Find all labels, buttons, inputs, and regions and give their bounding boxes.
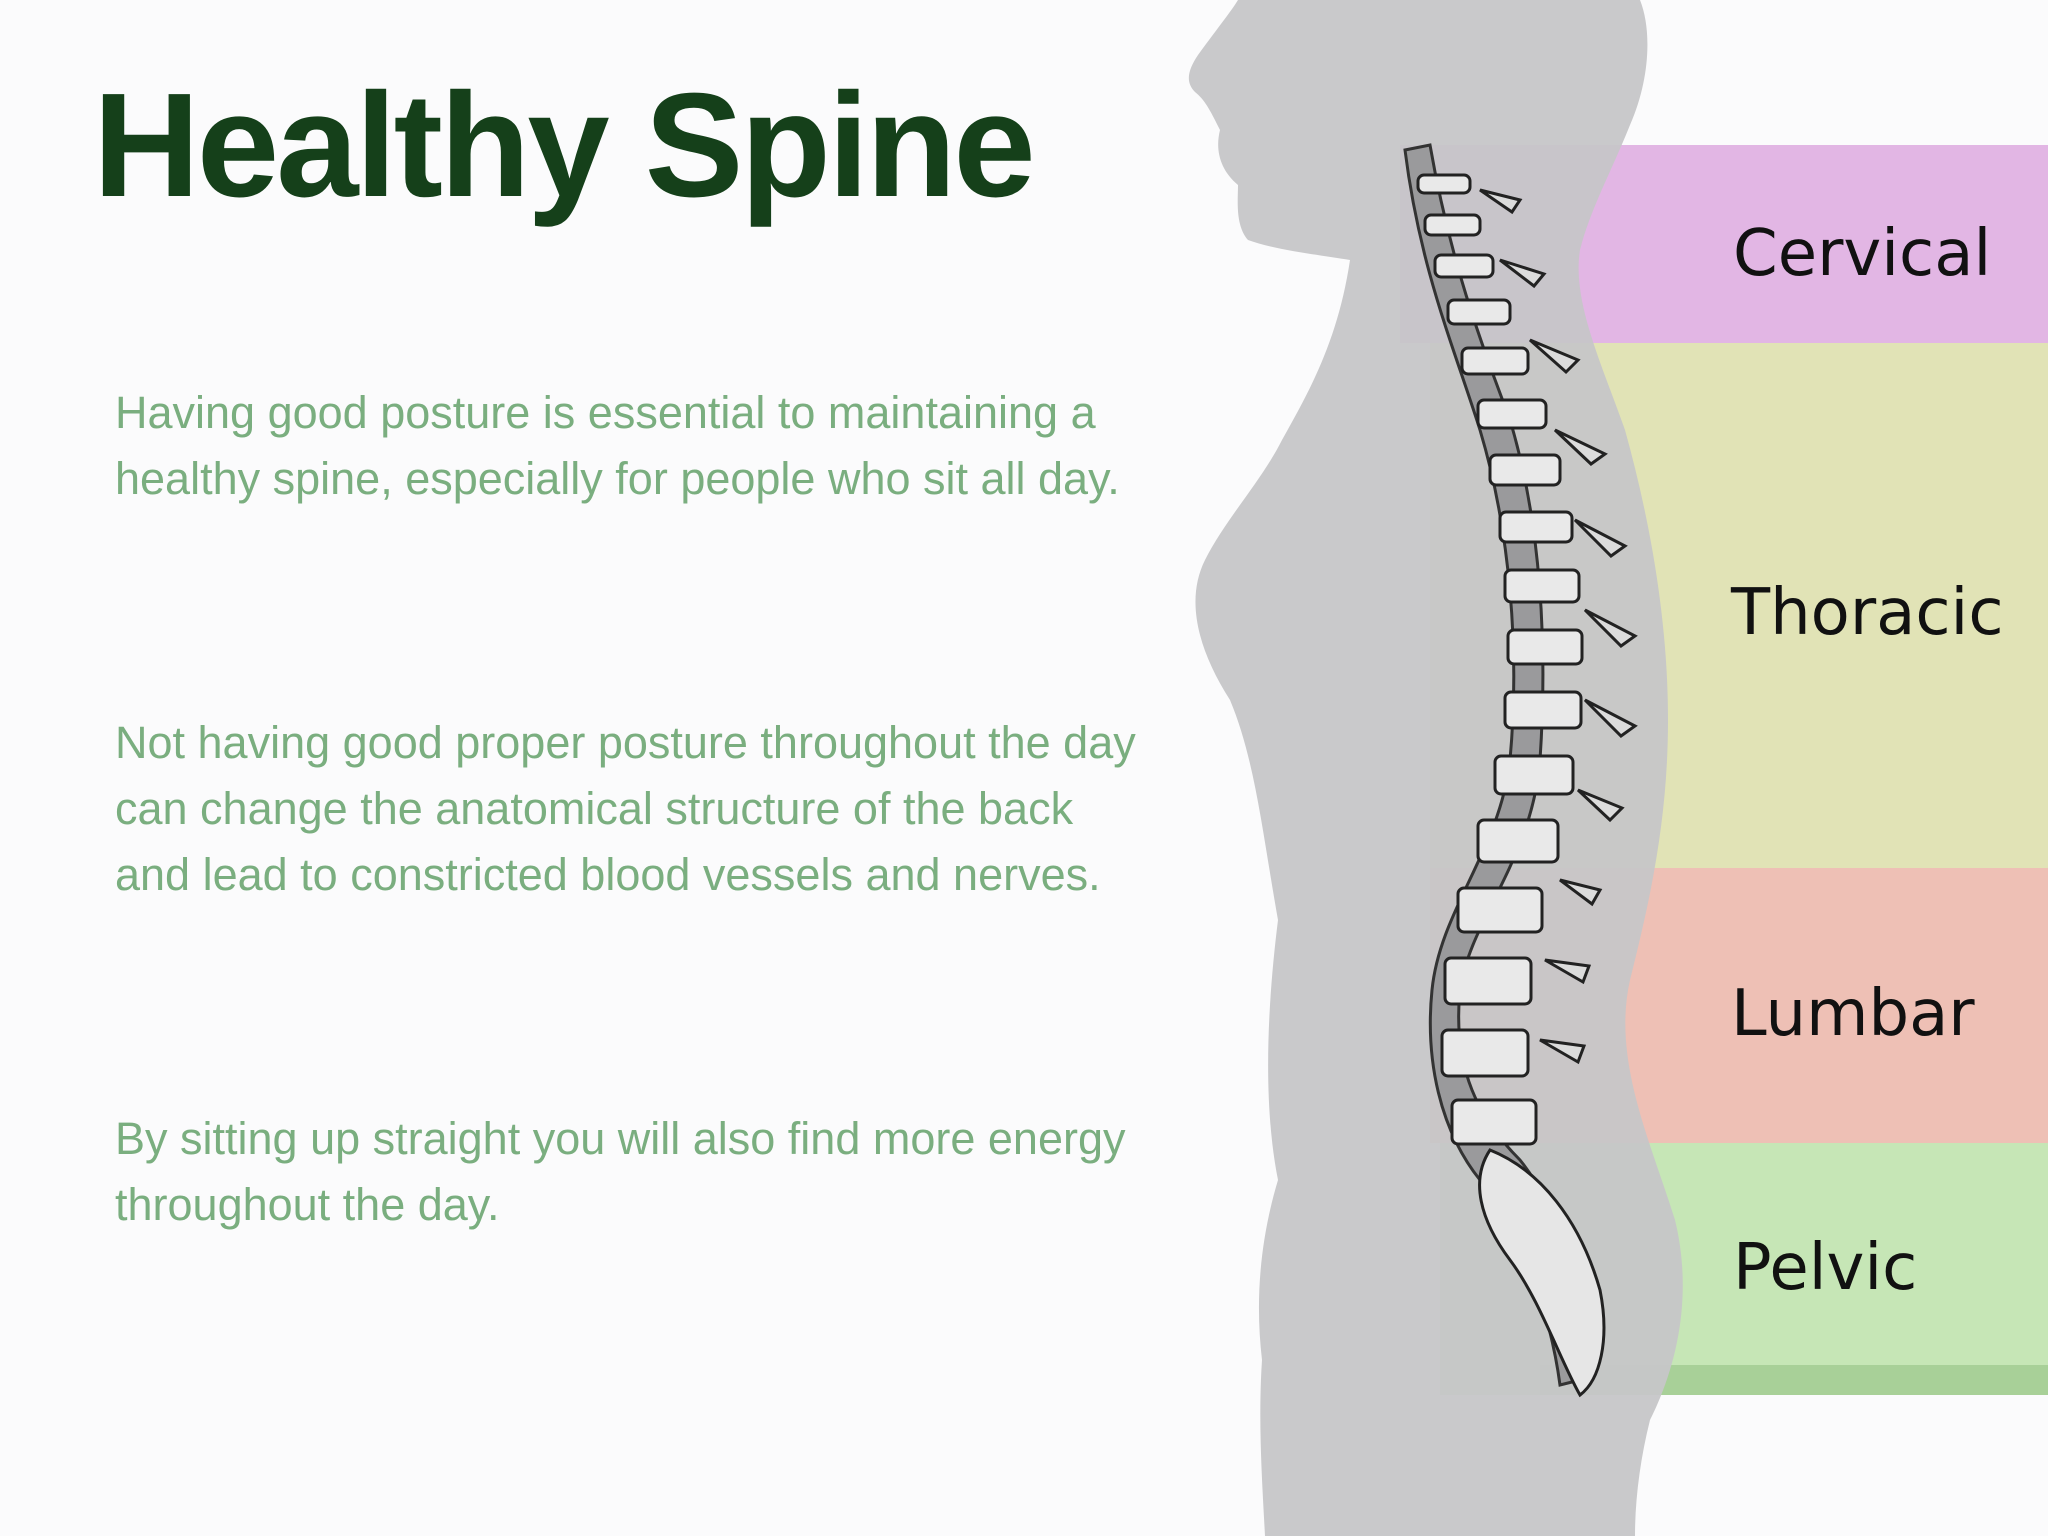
page-title: Healthy Spine bbox=[93, 63, 1036, 228]
paragraph-anatomy: Not having good proper posture throughou… bbox=[115, 717, 1136, 900]
paragraph-energy: By sitting up straight you will also fin… bbox=[115, 1113, 1126, 1230]
region-label-lumbar: Lumbar bbox=[1731, 977, 1975, 1051]
paragraph-posture: Having good posture is essential to main… bbox=[115, 387, 1120, 504]
region-label-cervical: Cervical bbox=[1733, 217, 1991, 291]
spine-illustration bbox=[1403, 143, 1638, 1398]
region-label-thoracic: Thoracic bbox=[1730, 576, 2004, 650]
body-silhouette bbox=[1188, 0, 1683, 1536]
region-label-pelvic: Pelvic bbox=[1733, 1231, 1917, 1305]
